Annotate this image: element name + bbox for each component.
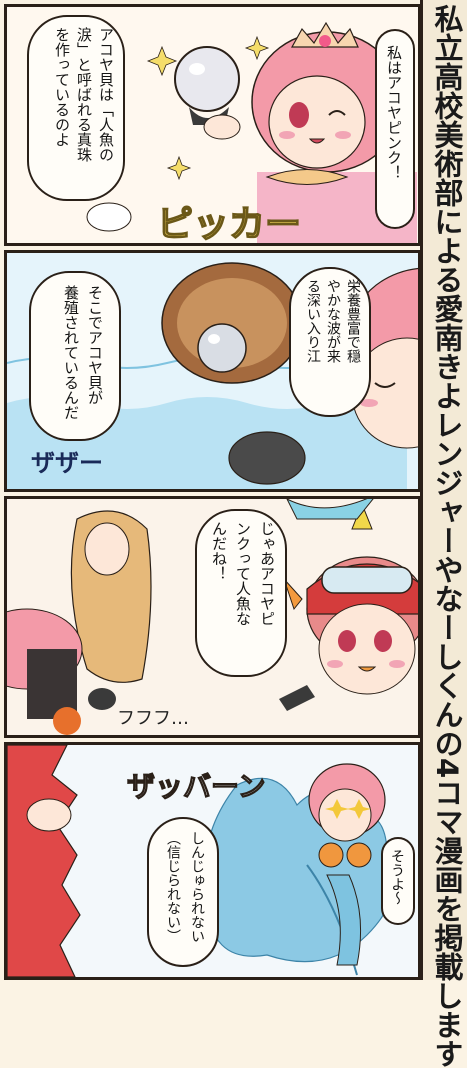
manga-page: アコヤ貝は「人魚の 涙」と呼ばれる真珠 を作っているのよ 私はアコヤピンク！ ピ… [4,0,467,1068]
speech-balloon-inlet: 栄養豊富で穏 やかな波が来 る深い入り江 [289,267,371,417]
speech-balloon-unbelievable: しんじゅられない （信じられない） [147,817,219,967]
balloon-text: そこでアコヤ貝が 養殖されているんだ [62,285,104,420]
sound-effect: フフフ… [117,708,189,729]
panel-3-art [7,499,418,735]
panel-2: そこでアコヤ貝が 養殖されているんだ 栄養豊富で穏 やかな波が来 る深い入り江 … [4,250,421,492]
panel-1: アコヤ貝は「人魚の 涙」と呼ばれる真珠 を作っているのよ 私はアコヤピンク！ ピ… [4,4,421,246]
balloon-text: 私はアコヤピンク！ [385,45,403,180]
side-caption-strip: 私立高校美術部による愛南きよレンジャーやなーしくんの4コマ漫画を掲載します [420,0,467,1068]
sound-effect: ザッバーン [126,769,266,803]
speech-balloon-farming: そこでアコヤ貝が 養殖されているんだ [29,271,121,441]
sound-effect: ピッカー [156,203,302,245]
speech-balloon-thats-right: そうよ～ [381,837,415,925]
balloon-text: そうよ～ [389,849,405,905]
balloon-text: 栄養豊富で穏 やかな波が来 る深い入り江 [305,279,361,363]
sound-effect: ザザー [31,449,103,477]
balloon-text: じゃあアコヤピ ンクって人魚な んだね！ [210,521,276,626]
side-caption: 私立高校美術部による愛南きよレンジャーやなーしくんの4コマ漫画を掲載します [430,4,464,1068]
panel-4-art [7,745,395,977]
panel-3: じゃあアコヤピ ンクって人魚な んだね！ フフフ… [4,496,421,738]
balloon-text: しんじゅられない （信じられない） [165,831,205,943]
speech-balloon-intro: 私はアコヤピンク！ [375,29,415,229]
panel-4: ザッバーン しんじゅられない （信じられない） そうよ～ [4,742,421,980]
speech-balloon-question: じゃあアコヤピ ンクって人魚な んだね！ [195,509,287,677]
balloon-text: アコヤ貝は「人魚の 涙」と呼ばれる真珠 を作っているのよ [53,27,115,162]
speech-balloon-pearl: アコヤ貝は「人魚の 涙」と呼ばれる真珠 を作っているのよ [27,15,125,201]
